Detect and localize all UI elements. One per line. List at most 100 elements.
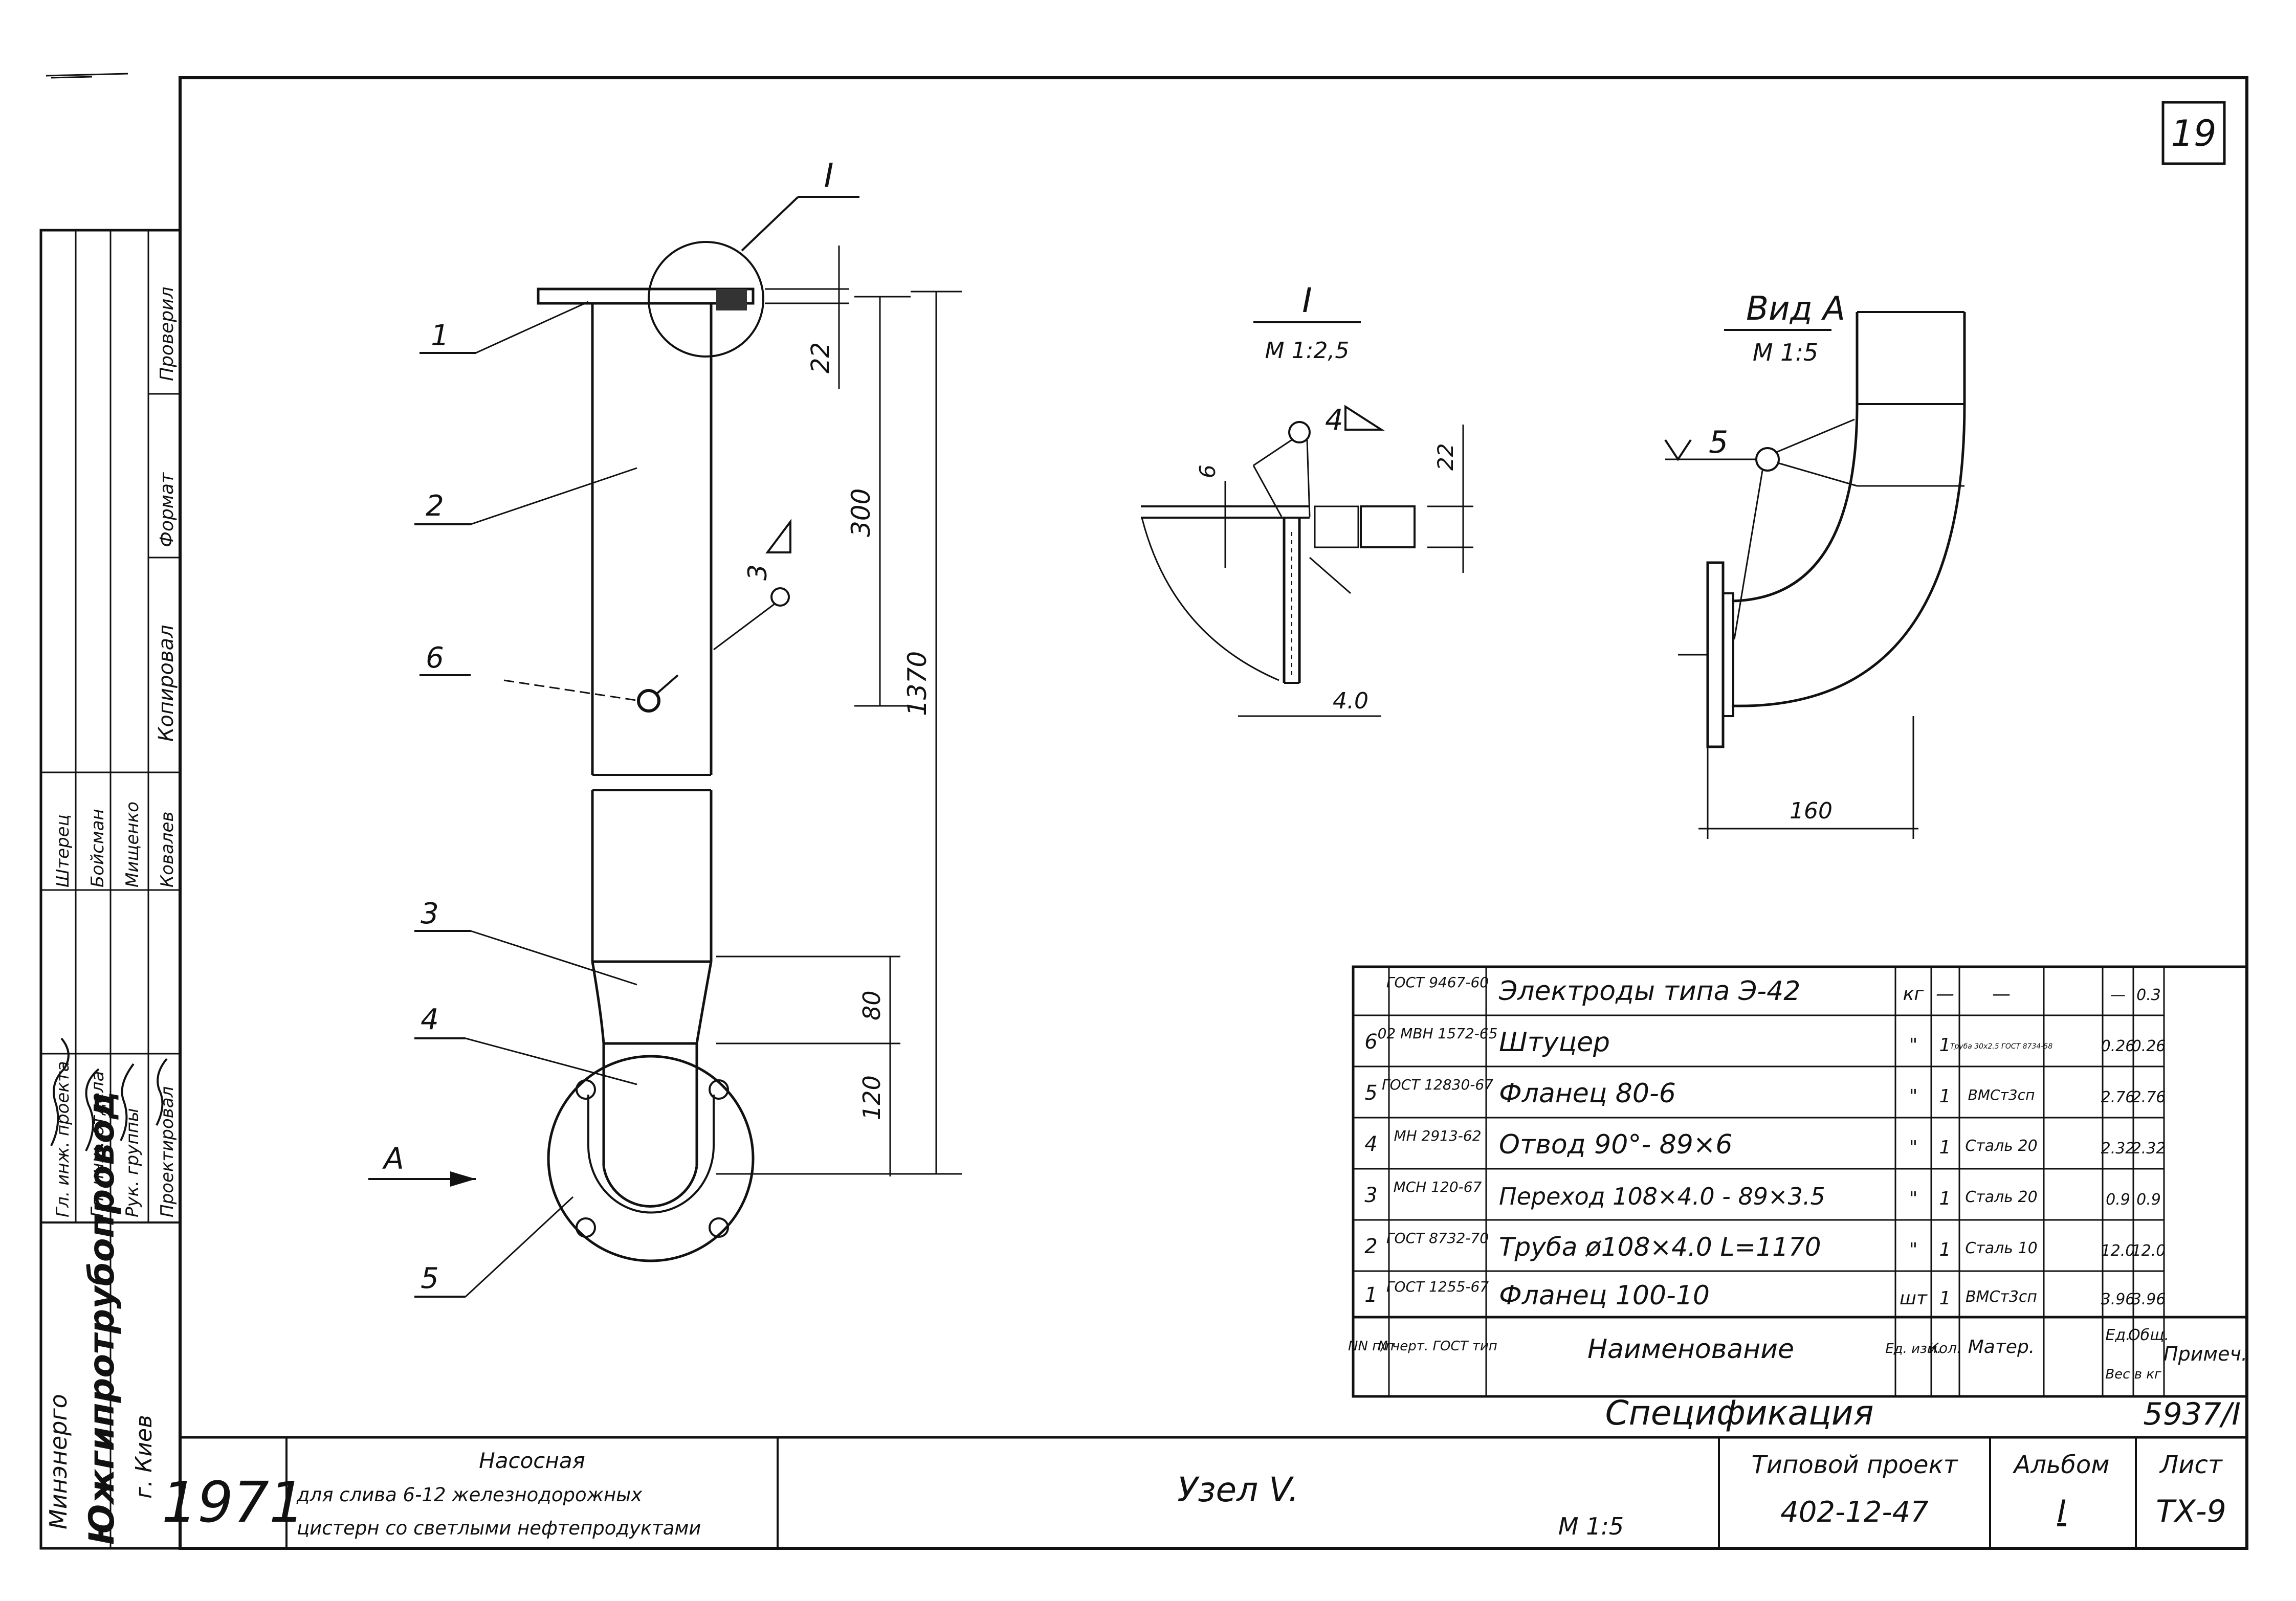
svg-text:2.76: 2.76 [2101,1088,2135,1106]
bottom-flange [547,1055,755,1262]
side-stamp-block: Минэнерго Южгипротрубопровод г. Киев Гл.… [39,229,182,1550]
spec-header: NN п/п N черт. ГОСТ тип Наименование Ед.… [1348,1326,2247,1382]
scan-noise [46,73,128,79]
title-desc-line1: для слива 6-12 железнодорожных [296,1484,643,1506]
svg-text:кг: кг [1903,984,1925,1005]
spec-row: 1 ГОСТ 1255-67 Фланец 100-10 шт 1 ВМСт3с… [1364,1278,2166,1311]
fitting-6 [637,689,660,713]
side-name1: Штерец [53,814,73,887]
side-label-check: Проверил [157,286,178,381]
svg-text:0.9: 0.9 [2106,1191,2130,1209]
svg-text:3: 3 [1364,1184,1377,1207]
header-wgt: Вес в кг [2105,1367,2161,1382]
side-org2: Южгипротрубопровод [82,1091,122,1545]
leader-5: 5 [421,1262,439,1295]
view-arrow-a: A [382,1141,404,1176]
sheet-frame [179,76,2248,1550]
detail-i-dim-6: 6 [1195,464,1220,478]
side-name4: Ковалев [157,811,178,887]
side-city: г. Киев [131,1415,157,1499]
header-w1: Ед. [2105,1326,2130,1344]
svg-text:МН 2913-62: МН 2913-62 [1394,1127,1481,1144]
spec-code: 5937/I [2143,1396,2241,1432]
svg-text:3.96: 3.96 [2132,1291,2166,1308]
spec-row-name: Электроды типа Э-42 [1498,976,1800,1007]
svg-text:1: 1 [1939,1035,1951,1056]
svg-text:—: — [1936,984,1954,1005]
header-qty: Кол. [1929,1340,1961,1357]
dim-120: 120 [858,1075,886,1120]
view-a: Вид А М 1:5 5 160 [1664,290,1966,839]
svg-text:Сталь 10: Сталь 10 [1965,1239,2037,1257]
svg-text:ГОСТ 12830-67: ГОСТ 12830-67 [1382,1076,1493,1093]
svg-text:": " [1909,1239,1918,1260]
header-ref: N черт. ГОСТ тип [1378,1339,1497,1354]
svg-text:": " [1909,1035,1918,1056]
header-note: Примеч. [2163,1343,2247,1365]
spec-row: 3 МСН 120-67 Переход 108×4.0 - 89×3.5 " … [1364,1178,2161,1210]
spec-row-name: Фланец 100-10 [1499,1280,1710,1311]
svg-text:": " [1909,1086,1918,1107]
leader-3: 3 [421,897,439,930]
signatures [50,1037,168,1151]
spec-row-name: Отвод 90°- 89×6 [1499,1129,1732,1160]
title-year: 1971 [162,1470,305,1535]
detail-i: I М 1:2,5 4 6 22 4.0 [1141,281,1473,717]
svg-text:6: 6 [1364,1030,1377,1054]
header-unit: Ед. изм. [1885,1341,1941,1357]
detail-i-dim-40: 4.0 [1333,688,1368,714]
svg-text:0.3: 0.3 [2136,986,2161,1004]
spec-row: 2 ГОСТ 8732-70 Труба ø108×4.0 L=1170 " 1… [1364,1230,2166,1262]
svg-text:ГОСТ 9467-60: ГОСТ 9467-60 [1386,974,1489,991]
svg-text:Труба 30x2.5 ГОСТ 8734-58: Труба 30x2.5 ГОСТ 8734-58 [1950,1042,2052,1051]
title-node: Узел V. [1177,1470,1299,1509]
svg-text:12.0: 12.0 [2101,1242,2135,1260]
leader-6: 6 [426,641,444,675]
sheet-number-box: 19 [2161,101,2226,165]
title-sheet-label: Лист [2159,1451,2223,1479]
svg-text:": " [1909,1188,1918,1209]
header-w2: Общ. [2128,1326,2169,1344]
side-label-copy: Копировал [154,625,178,742]
title-desc-line2: цистерн со светлыми нефтепродуктами [297,1517,701,1539]
svg-text:1: 1 [1939,1137,1951,1158]
header-num: NN п/п [1348,1339,1394,1354]
header-mat: Матер. [1968,1337,2035,1358]
top-flange [537,287,755,305]
header-name: Наименование [1587,1334,1794,1365]
svg-text:Сталь 20: Сталь 20 [1965,1188,2037,1206]
svg-text:2.76: 2.76 [2132,1088,2166,1106]
dim-80: 80 [858,990,886,1020]
detail-i-scale: М 1:2,5 [1265,338,1350,364]
weld-mark-3: 3 [743,564,772,581]
detail-i-title: I [1302,281,1312,320]
side-org1: Минэнерго [45,1394,72,1529]
spec-row-name: Труба ø108×4.0 L=1170 [1499,1232,1821,1262]
title-project-value: 402-12-47 [1780,1496,1929,1529]
main-pipe-drawing: I 1 2 6 3 4 5 3 A 22 [368,157,962,1298]
view-a-scale: М 1:5 [1753,339,1818,366]
svg-text:1: 1 [1939,1288,1951,1309]
leader-4: 4 [421,1003,439,1036]
spec-row: 4 МН 2913-62 Отвод 90°- 89×6 " 1 Сталь 2… [1364,1127,2166,1160]
svg-text:2.32: 2.32 [2132,1140,2166,1158]
view-a-weld: 5 [1709,425,1728,460]
leader-1: 1 [431,319,449,352]
title-sheet-value: ТХ-9 [2156,1494,2226,1529]
view-a-title: Вид А [1746,290,1845,328]
side-name3: Мищенко [122,802,143,887]
spec-row: 6 02 МВН 1572-65 Штуцер " 1 Труба 30x2.5… [1364,1025,2166,1058]
svg-text:2: 2 [1364,1235,1377,1258]
callout-circle-i [648,241,764,358]
title-album-label: Альбом [2013,1451,2110,1479]
svg-text:ВМСт3сп: ВМСт3сп [1966,1288,2037,1306]
svg-text:0.9: 0.9 [2136,1191,2161,1209]
detail-i-weld: 4 [1325,404,1343,437]
svg-text:": " [1909,1137,1918,1158]
svg-text:ВМСт3сп: ВМСт3сп [1968,1086,2035,1103]
svg-text:МСН 120-67: МСН 120-67 [1394,1178,1482,1195]
svg-text:ГОСТ 8732-70: ГОСТ 8732-70 [1386,1230,1489,1247]
svg-text:0.26: 0.26 [2101,1037,2135,1055]
detail-i-dim-22: 22 [1433,443,1458,471]
